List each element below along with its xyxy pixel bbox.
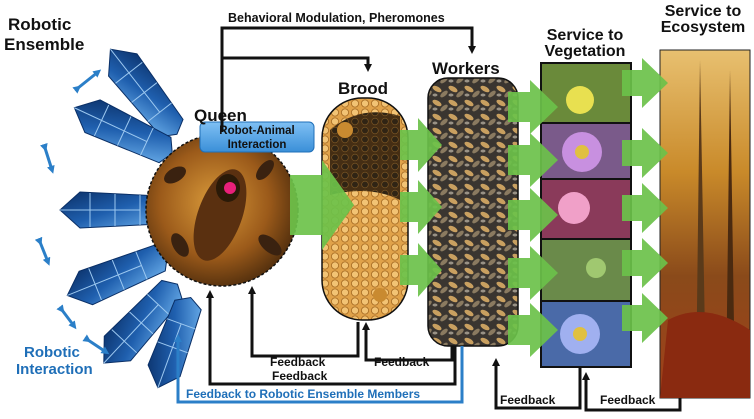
green-arrow-icon: [508, 303, 558, 357]
robotic-interaction-line1: Robotic: [24, 344, 80, 361]
robotic-ensemble-line2: Ensemble: [4, 35, 84, 54]
double-arrow-icon: [56, 304, 77, 330]
robot-animal-label-line1: Robot-Animal: [219, 125, 294, 137]
worker-bees-photo: [427, 77, 519, 347]
brood-label: Brood: [338, 79, 388, 98]
robot-module-icon: [108, 48, 184, 138]
service-ecosystem-line1: Service to: [665, 3, 742, 20]
green-arrow-icon: [508, 80, 558, 134]
robotic-ensemble-line1: Robotic: [8, 15, 71, 34]
robotic-interaction-line2: Interaction: [16, 361, 93, 378]
double-arrow-icon: [39, 142, 55, 174]
feedback-workers-label: Feedback: [374, 355, 430, 369]
workers-label: Workers: [432, 59, 500, 78]
green-arrow-icon: [622, 183, 668, 233]
double-arrow-icon: [34, 236, 51, 266]
feedback-eco-label: Feedback: [600, 393, 656, 407]
queen-bee-photo: [145, 133, 299, 287]
double-arrow-icon: [72, 69, 102, 94]
robot-module-icon: [59, 191, 169, 229]
green-arrow-icon: [622, 58, 668, 108]
robot-double-arrows: [34, 69, 110, 355]
double-arrow-icon: [82, 334, 110, 355]
service-vegetation-line2: Vegetation: [545, 43, 626, 60]
green-arrow-icon: [622, 293, 668, 343]
green-arrow-icon: [400, 243, 442, 297]
green-arrow-icon: [508, 246, 558, 300]
robot-animal-interaction-box: Robot-Animal Interaction: [199, 121, 315, 153]
green-arrow-icon: [400, 118, 442, 172]
service-vegetation-line1: Service to: [547, 27, 624, 44]
green-arrow-icon: [400, 180, 442, 234]
green-arrow-icon: [508, 133, 558, 187]
robot-animal-label-line2: Interaction: [228, 139, 287, 151]
service-ecosystem-line2: Ecosystem: [661, 19, 746, 36]
feedback-arrows: [206, 286, 682, 412]
green-arrow-icon: [290, 160, 354, 250]
green-arrow-icon: [622, 128, 668, 178]
robotic-feedback-arrow: [174, 334, 464, 404]
feedback-brood-label: Feedback: [270, 355, 326, 369]
forest-photo: [659, 49, 751, 399]
feedback-robotic-label: Feedback to Robotic Ensemble Members: [186, 387, 420, 401]
behavioral-modulation-label: Behavioral Modulation, Pheromones: [228, 11, 445, 25]
feedback-lower-label: Feedback: [272, 369, 328, 383]
green-arrow-icon: [622, 238, 668, 288]
behavioral-modulation-arrows: [220, 26, 476, 132]
feedback-veg-label: Feedback: [500, 393, 556, 407]
green-arrow-icon: [508, 188, 558, 242]
flower-photo: [540, 62, 632, 368]
queen-label: Queen: [194, 106, 247, 125]
green-flow-arrows: [290, 58, 668, 357]
brood-comb-photo: [321, 97, 409, 321]
